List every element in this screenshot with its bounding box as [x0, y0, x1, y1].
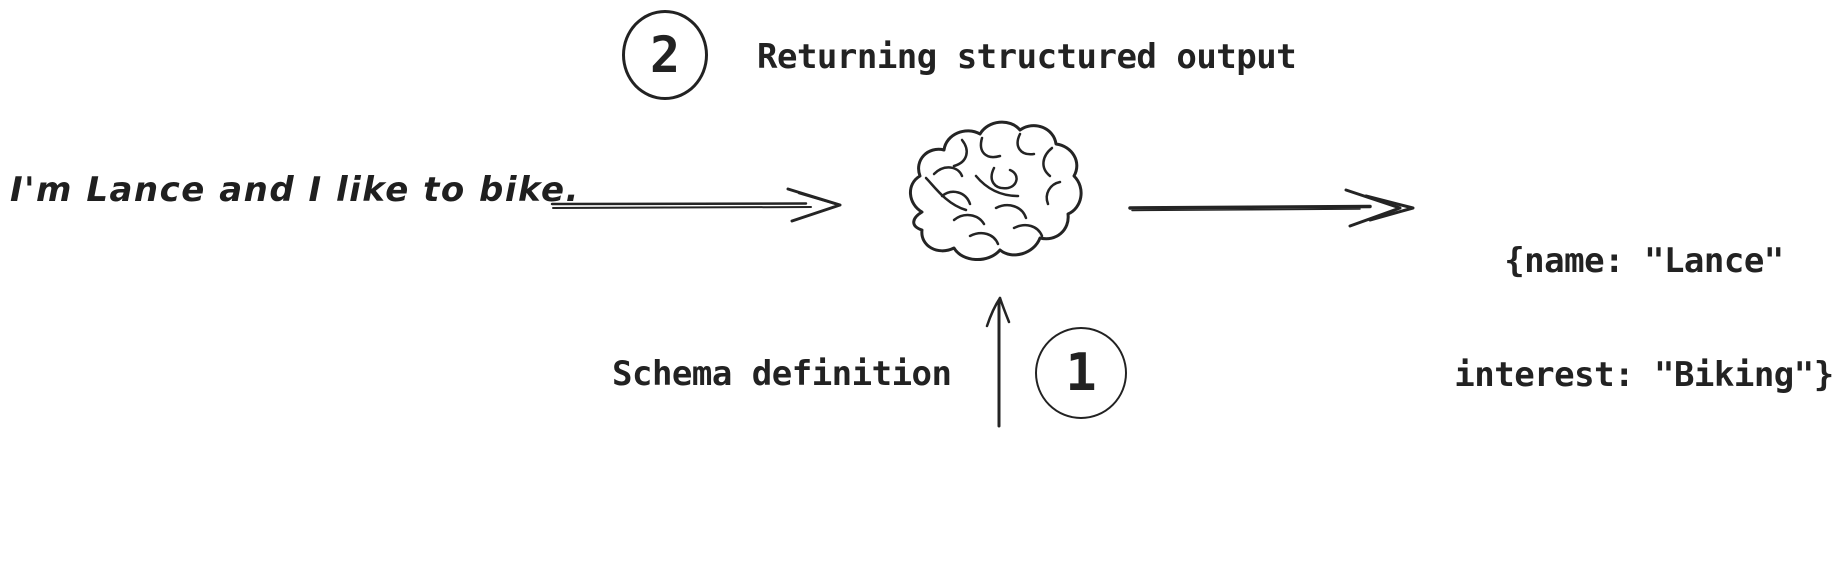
brain-icon	[909, 120, 1083, 261]
step-2-badge: 2	[622, 10, 708, 100]
schema-text: {name: "Person's name" interest: "Person…	[676, 475, 1292, 566]
arrow-up-icon	[985, 296, 1011, 428]
arrow-right-icon	[1128, 188, 1415, 228]
input-message-text: I'm Lance and I like to bike.	[10, 170, 580, 210]
output-line-2: interest: "Biking"}	[1454, 355, 1834, 395]
schema-definition-label: Schema definition	[612, 354, 952, 394]
schema-line-1: {name: "Person's name"	[676, 561, 1292, 566]
diagram-title: Returning structured output	[757, 37, 1297, 77]
step-1-number: 1	[1065, 343, 1097, 403]
step-2-number: 2	[649, 26, 681, 84]
structured-output-text: {name: "Lance" interest: "Biking"}	[1448, 166, 1838, 470]
step-1-badge: 1	[1035, 327, 1127, 419]
arrow-right-icon	[550, 187, 842, 223]
output-line-1: {name: "Lance"	[1504, 241, 1784, 281]
